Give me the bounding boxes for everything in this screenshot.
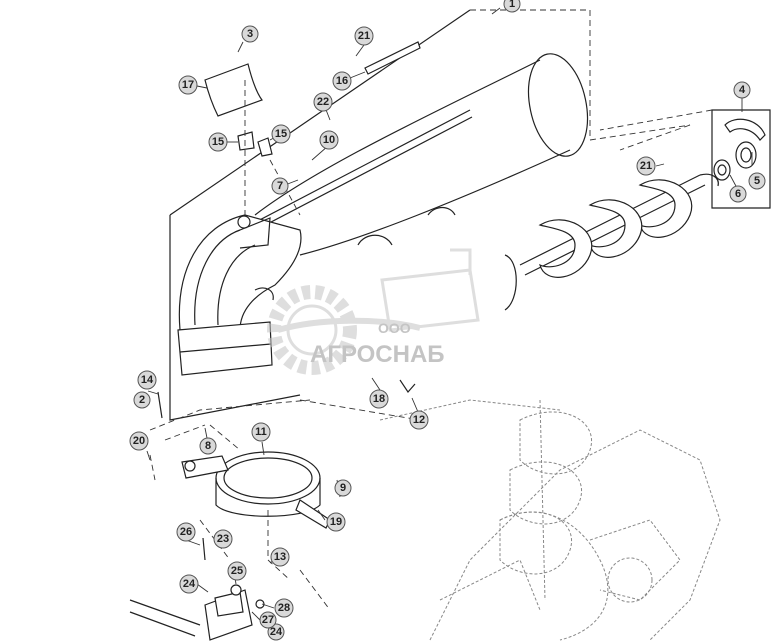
- callout-11: 11: [251, 422, 271, 442]
- svg-text:28: 28: [278, 602, 290, 614]
- svg-text:17: 17: [182, 79, 194, 91]
- svg-text:23: 23: [217, 533, 229, 545]
- svg-text:8: 8: [205, 440, 211, 452]
- watermark-logo: [267, 248, 480, 375]
- callout-22: 22: [313, 92, 333, 112]
- callout-13: 13: [270, 547, 290, 567]
- callout-6: 6: [729, 185, 747, 203]
- callout-14: 14: [137, 370, 157, 390]
- svg-text:15: 15: [275, 128, 287, 140]
- callout-20: 20: [129, 431, 149, 451]
- callout-17: 17: [178, 75, 198, 95]
- svg-text:10: 10: [323, 134, 335, 146]
- callout-15-left: 15: [208, 132, 228, 152]
- mounting-strip: [364, 41, 421, 75]
- callout-24-upper: 24: [179, 574, 199, 594]
- watermark-brand: АГРОСНАБ: [310, 341, 445, 368]
- background-machine-outline: [379, 399, 721, 641]
- auger-screw: [504, 173, 719, 311]
- svg-text:9: 9: [340, 482, 346, 494]
- svg-text:5: 5: [754, 175, 760, 187]
- svg-text:7: 7: [277, 180, 283, 192]
- callout-4: 4: [733, 81, 751, 99]
- svg-text:2: 2: [139, 394, 145, 406]
- callout-12: 12: [409, 410, 429, 430]
- callout-16: 16: [332, 71, 352, 91]
- svg-text:15: 15: [212, 136, 224, 148]
- callout-25: 25: [227, 561, 247, 581]
- bolt-14: [157, 391, 163, 419]
- bearing-kit-box: [599, 109, 771, 209]
- callout-3: 3: [241, 25, 259, 43]
- callout-21-top: 21: [354, 26, 374, 46]
- svg-text:25: 25: [231, 565, 243, 577]
- svg-text:4: 4: [739, 84, 746, 96]
- bolt-12: [399, 379, 416, 393]
- callout-27: 27: [259, 611, 277, 629]
- callout-24-lower: 24: [267, 623, 285, 641]
- svg-text:11: 11: [255, 426, 267, 438]
- svg-text:21: 21: [358, 30, 370, 42]
- svg-text:13: 13: [274, 551, 286, 563]
- svg-text:22: 22: [317, 96, 329, 108]
- clamp-left: [237, 131, 255, 151]
- callout-21-right: 21: [636, 156, 656, 176]
- callout-15-right: 15: [271, 124, 291, 144]
- callout-19: 19: [326, 512, 346, 532]
- svg-text:6: 6: [735, 188, 741, 200]
- ring-assembly: [181, 451, 331, 529]
- svg-text:26: 26: [180, 526, 192, 538]
- bracket-assembly: [129, 584, 265, 641]
- watermark-prefix: ООО: [378, 320, 411, 336]
- svg-text:12: 12: [413, 414, 425, 426]
- callout-23: 23: [213, 529, 233, 549]
- callout-26: 26: [176, 522, 196, 542]
- callout-10: 10: [319, 130, 339, 150]
- pin: [202, 537, 206, 561]
- svg-text:14: 14: [141, 374, 154, 386]
- svg-text:27: 27: [262, 614, 274, 626]
- callout-8: 8: [199, 437, 217, 455]
- svg-text:18: 18: [373, 393, 385, 405]
- svg-text:21: 21: [640, 160, 652, 172]
- spout-elbow: [177, 214, 302, 376]
- callout-1: 1: [503, 0, 521, 13]
- callout-9: 9: [334, 479, 352, 497]
- svg-text:19: 19: [330, 516, 342, 528]
- callout-18: 18: [369, 389, 389, 409]
- clamp-right: [257, 137, 273, 157]
- svg-text:16: 16: [336, 75, 348, 87]
- callout-2: 2: [133, 391, 151, 409]
- svg-text:24: 24: [183, 578, 196, 590]
- svg-text:1: 1: [509, 0, 515, 10]
- svg-text:3: 3: [247, 28, 253, 40]
- svg-text:24: 24: [270, 626, 283, 638]
- callout-5: 5: [748, 172, 766, 190]
- callout-7: 7: [271, 177, 289, 195]
- svg-text:20: 20: [133, 435, 145, 447]
- cover-plate: [204, 63, 263, 117]
- callout-28: 28: [274, 598, 294, 618]
